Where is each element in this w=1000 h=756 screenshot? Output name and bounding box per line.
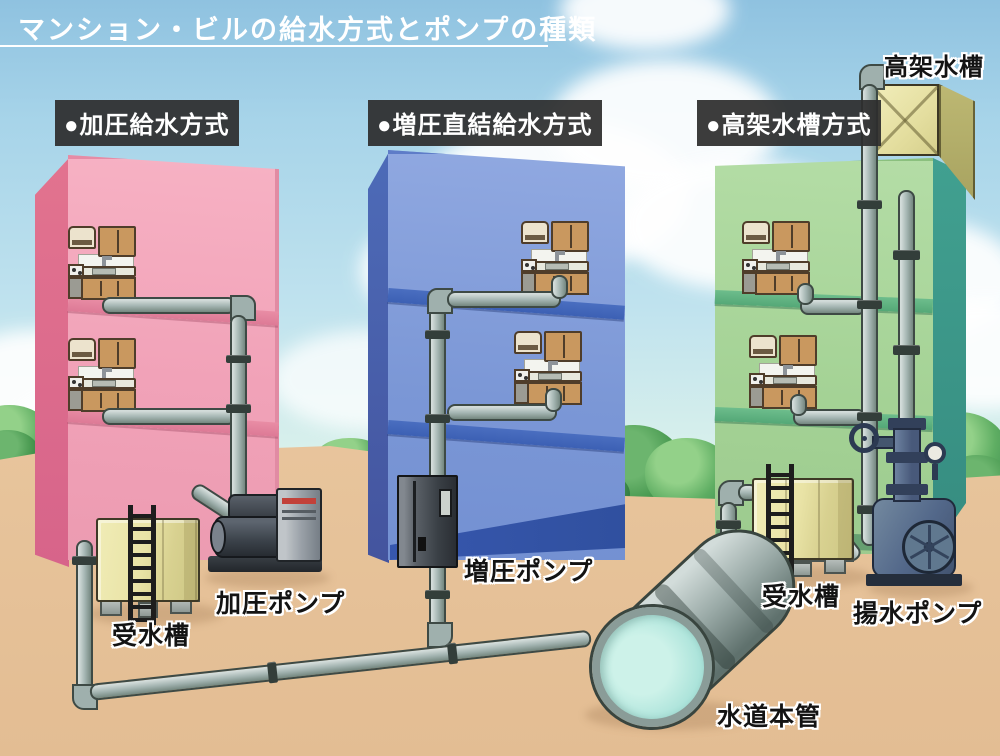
label-elevated-tank: 高架水槽 <box>884 54 984 81</box>
valve-hub <box>862 436 867 441</box>
label-receiving-tank-right: 受水槽 <box>762 583 841 611</box>
pipe-joint <box>857 505 882 514</box>
pressure-pump-motor-cap <box>210 520 226 554</box>
kitchen-faucet <box>102 256 112 268</box>
pressure-gauge <box>924 442 946 464</box>
kitchen-upper-cabinet <box>772 221 810 252</box>
kitchen-unit <box>68 226 138 301</box>
kitchen-stove <box>68 376 84 389</box>
lift-pump-base <box>866 574 962 586</box>
pipe-flange <box>893 345 920 355</box>
pipe-joint <box>226 404 251 413</box>
kitchen-faucet <box>548 361 558 373</box>
kitchen-stove <box>68 264 84 277</box>
label-booster-pump: 増圧ポンプ <box>464 558 594 586</box>
kitchen-hood <box>749 335 777 358</box>
valve-wheel <box>849 423 879 453</box>
method-badge-elevated: ●高架水槽方式 <box>697 100 881 146</box>
branch-stub-pipe <box>790 394 807 416</box>
kitchen-hood <box>521 221 549 244</box>
kitchen-upper-cabinet <box>551 221 589 252</box>
kitchen-sink <box>766 263 790 270</box>
kitchen-unit <box>742 221 812 296</box>
pump-vent <box>282 517 316 520</box>
cabinet-panel <box>439 489 452 517</box>
kitchen-hood <box>742 221 770 244</box>
branch-stub-pipe <box>551 275 568 299</box>
building-pressurized-side <box>35 158 69 567</box>
pipe-joint <box>425 330 450 339</box>
pipe-joint <box>716 520 741 529</box>
branch-pipe <box>447 404 557 421</box>
pipe-joint <box>72 556 97 565</box>
kitchen-unit <box>514 331 584 406</box>
kitchen-sink <box>773 377 797 384</box>
method-badge-pressurized: ●加圧給水方式 <box>55 100 239 146</box>
lift-pump-flange <box>886 452 928 463</box>
pipe-joint <box>425 590 450 599</box>
pump-red-stripe <box>282 498 316 504</box>
pipe-flange <box>893 250 920 260</box>
kitchen-upper-cabinet <box>544 331 582 362</box>
pipe-joint <box>857 200 882 209</box>
label-pressure-pump: 加圧ポンプ <box>216 590 346 618</box>
kitchen-stove <box>742 259 758 272</box>
kitchen-unit <box>521 221 591 296</box>
kitchen-faucet <box>776 251 786 263</box>
label-receiving-tank-left: 受水槽 <box>112 622 191 650</box>
riser-pipe <box>429 290 446 638</box>
riser-pipe <box>230 315 247 515</box>
kitchen-stove <box>521 259 537 272</box>
elevated-tank-front <box>871 84 939 156</box>
kitchen-upper-cabinet <box>779 335 817 366</box>
cabinet-vent <box>418 537 426 551</box>
kitchen-upper-cabinet <box>98 226 136 257</box>
branch-stub-pipe <box>797 283 814 305</box>
branch-stub-pipe <box>545 388 562 412</box>
kitchen-sink <box>92 268 116 275</box>
kitchen-hood <box>68 226 96 249</box>
building-booster-side <box>368 152 389 563</box>
building-elevated-side <box>933 158 966 550</box>
method-badge-booster: ●増圧直結給水方式 <box>368 100 602 146</box>
kitchen-unit <box>749 335 819 410</box>
page-title: マンション・ビルの給水方式とポンプの種類 <box>18 15 598 45</box>
kitchen-sink <box>545 263 569 270</box>
kitchen-upper-cabinet <box>98 338 136 369</box>
kitchen-faucet <box>102 368 112 380</box>
title-underline <box>0 45 548 47</box>
ladder <box>128 505 156 625</box>
label-water-main: 水道本管 <box>717 703 822 731</box>
kitchen-sink <box>92 380 116 387</box>
gauge-stem <box>932 464 938 480</box>
kitchen-hood <box>514 331 542 354</box>
tank-down-pipe <box>861 84 878 546</box>
kitchen-sink <box>538 373 562 380</box>
lift-pump-flange <box>888 418 926 430</box>
lift-pump-flange <box>886 484 928 495</box>
pressure-pump-cabinet <box>276 488 322 562</box>
kitchen-unit <box>68 338 138 413</box>
kitchen-hood <box>68 338 96 361</box>
pipe-joint <box>226 355 251 363</box>
pipe-joint <box>857 412 882 421</box>
kitchen-faucet <box>783 365 793 377</box>
cabinet-seam <box>413 481 416 562</box>
shadow <box>205 568 330 588</box>
kitchen-faucet <box>555 251 565 263</box>
kitchen-stove <box>749 373 765 386</box>
lift-pump-fan <box>902 520 956 574</box>
branch-pipe <box>102 297 236 314</box>
kitchen-stove <box>514 369 530 382</box>
booster-pump-cabinet <box>397 475 458 568</box>
label-lift-pump: 揚水ポンプ <box>853 600 983 628</box>
branch-pipe <box>102 408 236 425</box>
lift-riser-pipe <box>898 190 915 430</box>
pump-vent <box>282 510 316 513</box>
pipe-joint <box>425 414 450 423</box>
pipe-joint <box>857 300 882 309</box>
branch-pipe <box>447 291 561 308</box>
